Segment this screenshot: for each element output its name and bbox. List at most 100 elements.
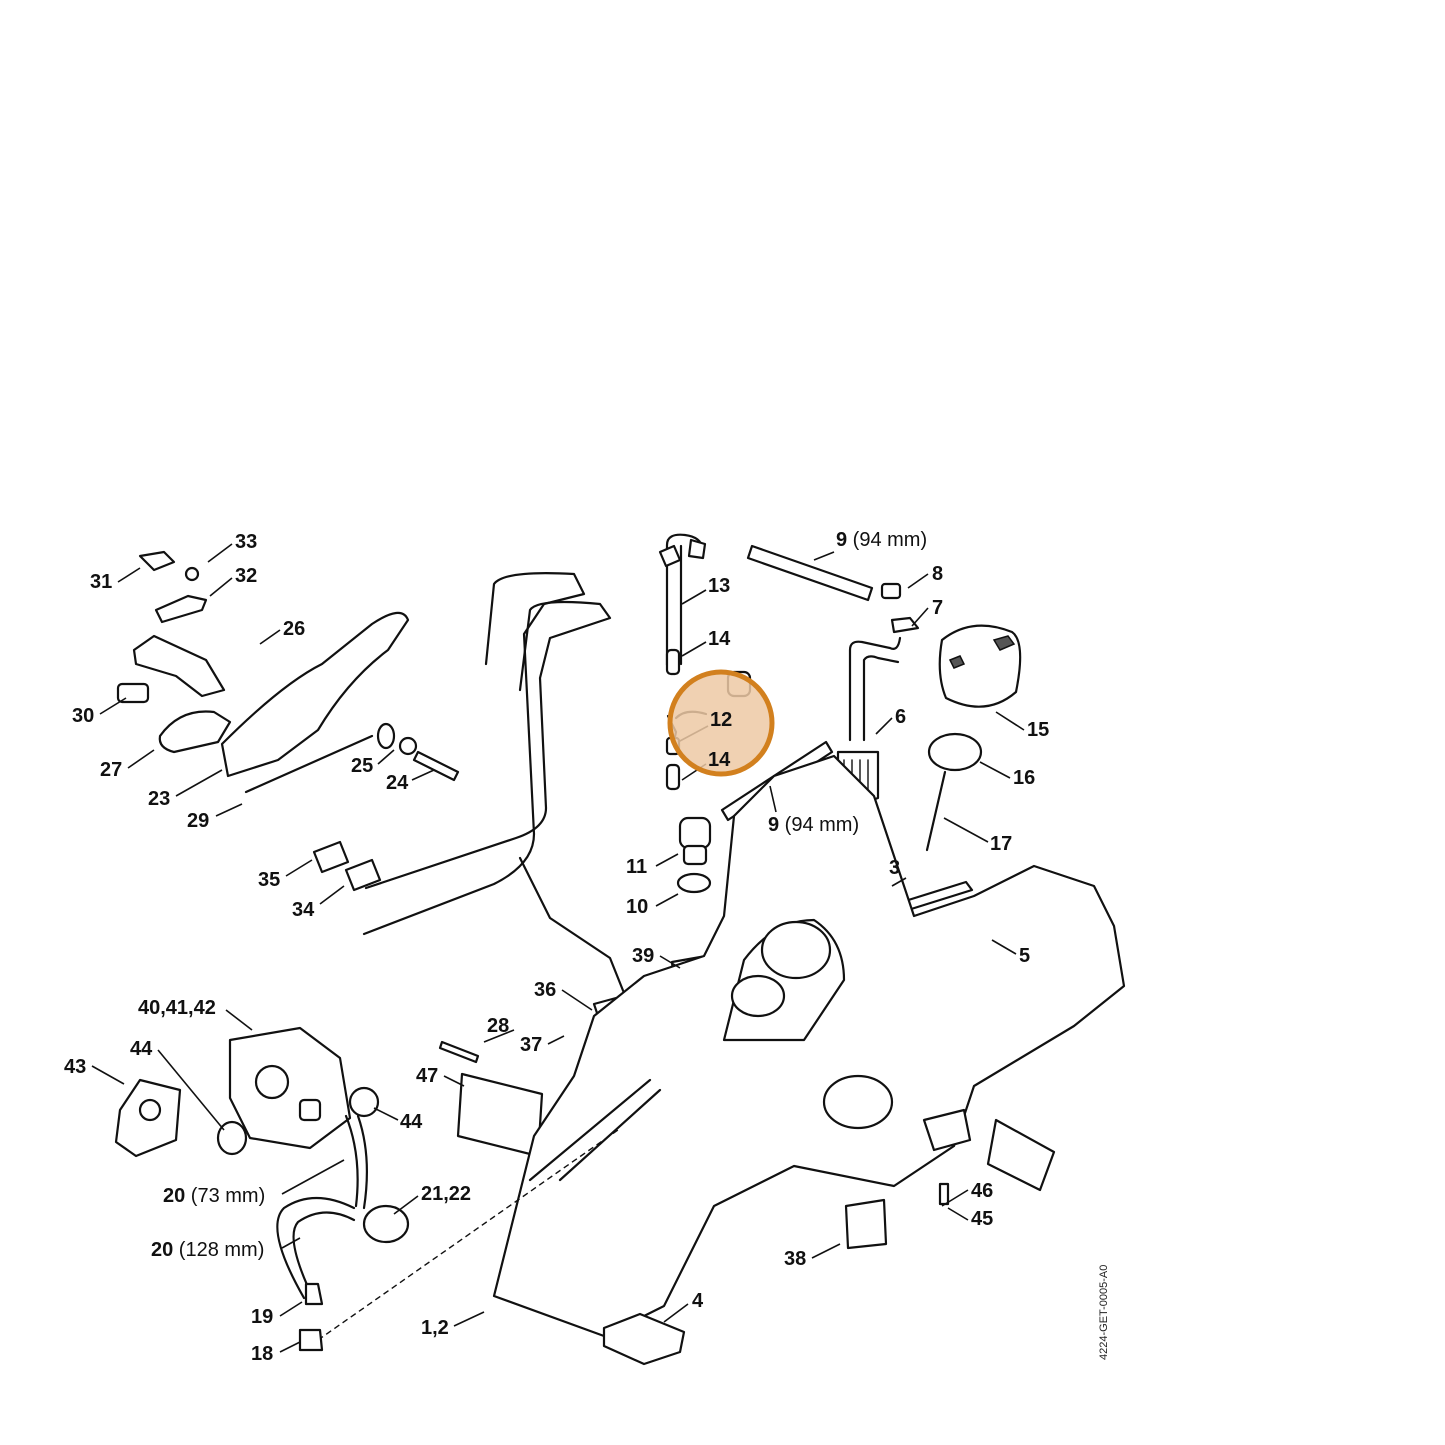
callout-8: 8 [932, 564, 943, 584]
callout-number: 17 [990, 833, 1013, 855]
callout-15: 15 [1027, 720, 1049, 740]
callout-6: 6 [895, 707, 906, 727]
callout-27: 27 [100, 760, 122, 780]
callout-9b: 9 (94 mm) [768, 815, 859, 835]
wire-harness-34-35 [312, 572, 612, 936]
screw-45 [938, 1182, 950, 1206]
callout-number: 8 [932, 563, 944, 585]
callout-14b: 14 [708, 750, 730, 770]
callout-17: 17 [990, 834, 1012, 854]
callout-14a: 14 [708, 629, 730, 649]
document-code: 4224-GET-0005-A0 [1098, 1264, 1110, 1360]
callout-number: 43 [64, 1056, 87, 1078]
callout-number: 36 [534, 979, 557, 1001]
callout-31: 31 [90, 572, 112, 592]
callout-47: 47 [416, 1066, 438, 1086]
callout-46: 46 [971, 1181, 993, 1201]
callout-35: 35 [258, 870, 280, 890]
callout-number: 46 [971, 1180, 994, 1202]
callout-24: 24 [386, 773, 408, 793]
callout-43: 43 [64, 1057, 86, 1077]
leader-lines [91, 543, 1025, 1353]
callout-number: 6 [895, 706, 907, 728]
callout-number: 1,2 [421, 1317, 449, 1339]
callout-12: 12 [710, 710, 732, 730]
callout-404142: 40,41,42 [138, 998, 216, 1018]
grommet-18 [298, 1328, 324, 1352]
o-ring-44-left [216, 1120, 248, 1156]
callout-number: 32 [235, 565, 258, 587]
callout-19: 19 [251, 1307, 273, 1327]
callout-34: 34 [292, 900, 314, 920]
callout-length: (73 mm) [185, 1185, 266, 1207]
callout-number: 33 [235, 531, 258, 553]
tank-vent-15 [938, 624, 1022, 708]
callout-44a: 44 [130, 1039, 152, 1059]
gasket-43 [114, 1078, 182, 1158]
callout-number: 35 [258, 869, 281, 891]
o-ring-44-right [348, 1086, 380, 1118]
callout-number: 14 [708, 628, 731, 650]
callout-number: 7 [932, 597, 944, 619]
callout-number: 28 [487, 1015, 510, 1037]
crankcase-1-2 [492, 754, 1126, 1338]
highlight-ring [667, 669, 775, 777]
callout-number: 29 [187, 810, 210, 832]
callout-number: 30 [72, 705, 95, 727]
callout-number: 44 [400, 1111, 423, 1133]
callout-4: 4 [692, 1291, 703, 1311]
callout-29: 29 [187, 811, 209, 831]
callout-number: 10 [626, 896, 649, 918]
callout-number: 24 [386, 772, 409, 794]
callout-length: (128 mm) [173, 1239, 265, 1261]
callout-number: 18 [251, 1343, 274, 1365]
callout-16: 16 [1013, 768, 1035, 788]
callout-number: 39 [632, 945, 655, 967]
callout-number: 20 [163, 1185, 186, 1207]
buffer-4 [602, 1312, 686, 1366]
callout-number: 16 [1013, 767, 1036, 789]
callout-36: 36 [534, 980, 556, 1000]
callout-number: 23 [148, 788, 171, 810]
callout-26: 26 [283, 619, 305, 639]
hose-9-top [746, 544, 920, 634]
callout-number: 25 [351, 755, 374, 777]
callout-10: 10 [626, 897, 648, 917]
callout-11: 11 [626, 857, 647, 877]
hose-20-long [276, 1197, 356, 1302]
callout-number: 34 [292, 899, 315, 921]
callout-44b: 44 [400, 1112, 422, 1132]
callout-3: 3 [889, 858, 900, 878]
callout-number: 19 [251, 1306, 274, 1328]
rod-17 [925, 770, 947, 852]
carburetor-40-41-42 [228, 1026, 352, 1150]
callout-number: 44 [130, 1038, 153, 1060]
callout-20a: 20 (73 mm) [163, 1186, 265, 1206]
fuel-hose-13 [658, 533, 707, 676]
callout-number: 47 [416, 1065, 439, 1087]
callout-38: 38 [784, 1249, 806, 1269]
callout-9a: 9 (94 mm) [836, 530, 927, 550]
dashed-axis [317, 1129, 619, 1341]
callout-20b: 20 (128 mm) [151, 1240, 264, 1260]
callout-number: 15 [1027, 719, 1050, 741]
grommet-10 [676, 872, 712, 894]
callout-number: 13 [708, 575, 731, 597]
callout-39: 39 [632, 946, 654, 966]
callout-number: 27 [100, 759, 123, 781]
callout-30: 30 [72, 706, 94, 726]
callout-number: 5 [1019, 945, 1031, 967]
cover-46 [986, 1118, 1056, 1192]
callout-number: 26 [283, 618, 306, 640]
callout-number: 20 [151, 1239, 174, 1261]
callout-33: 33 [235, 532, 257, 552]
callout-23: 23 [148, 789, 170, 809]
callout-number: 9 [768, 814, 780, 836]
callout-length: (94 mm) [779, 814, 860, 836]
callout-37: 37 [520, 1035, 542, 1055]
callout-number: 11 [626, 856, 648, 878]
callout-18: 18 [251, 1344, 273, 1364]
callout-25: 25 [351, 756, 373, 776]
hose-20-short [344, 1114, 368, 1210]
